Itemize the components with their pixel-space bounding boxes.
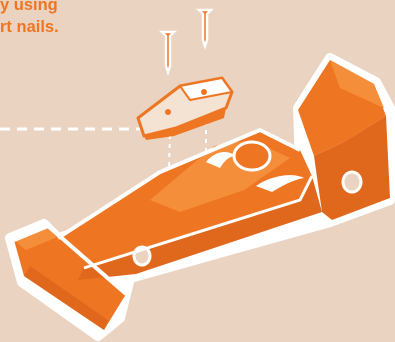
nose-block-icon [138,78,232,140]
nail-icon [162,10,211,72]
